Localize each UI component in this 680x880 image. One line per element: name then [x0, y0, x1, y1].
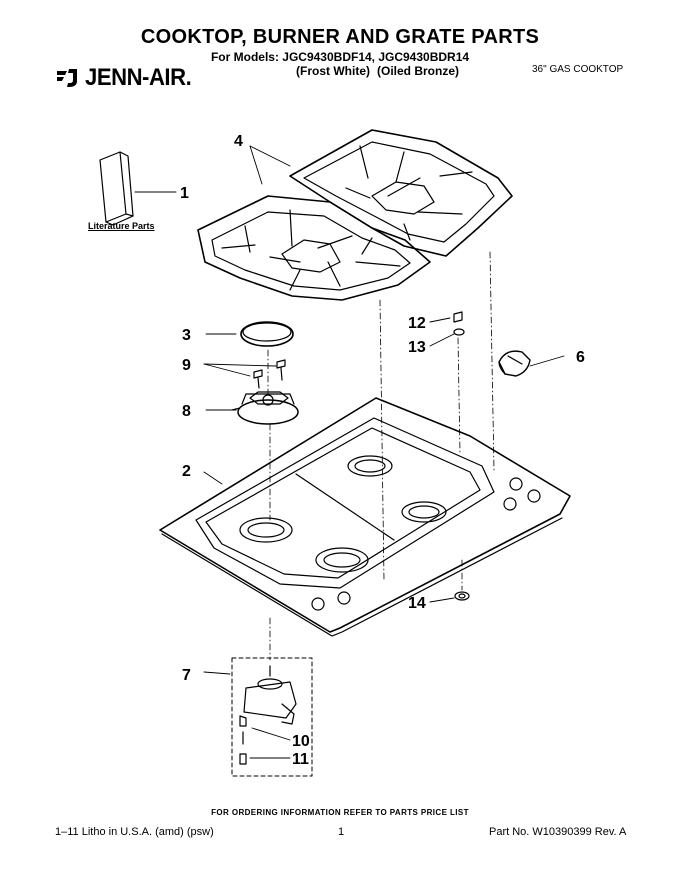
- callout-8: 8: [182, 403, 191, 420]
- callout-14: 14: [408, 595, 426, 612]
- brand-logo: JENN-AIR.: [55, 64, 201, 92]
- models-line: For Models: JGC9430BDF14, JGC9430BDR14: [210, 50, 470, 64]
- litho-info: 1–11 Litho in U.S.A. (amd) (psw): [55, 826, 214, 838]
- callout-4: 4: [234, 133, 243, 150]
- callout-11: 11: [292, 751, 309, 768]
- callout-6: 6: [576, 349, 585, 366]
- leader-lines: [134, 145, 565, 759]
- literature-booklet: [99, 151, 134, 226]
- callout-10: 10: [292, 733, 310, 750]
- burner-base: [231, 391, 299, 425]
- page-title: COOKTOP, BURNER AND GRATE PARTS: [140, 26, 540, 48]
- callout-2: 2: [182, 463, 191, 480]
- callout-7: 7: [182, 667, 191, 684]
- callout-1: 1: [180, 185, 189, 202]
- cooktop-panel: [159, 397, 571, 637]
- callout-12: 12: [408, 315, 426, 332]
- variant-oiled-bronze: (Oiled Bronze): [377, 64, 460, 78]
- small-hardware: [453, 311, 470, 601]
- ordering-note: FOR ORDERING INFORMATION REFER TO PARTS …: [211, 808, 469, 817]
- callout-13: 13: [408, 339, 426, 356]
- variant-frost-white: (Frost White): [296, 64, 370, 78]
- brand-name: JENN-AIR.: [85, 64, 192, 91]
- callout-9: 9: [182, 357, 191, 374]
- part-number: Part No. W10390399 Rev. A: [489, 826, 627, 838]
- grate-right: [289, 129, 513, 257]
- grate-left: [197, 195, 431, 301]
- alignment-lines: [267, 251, 495, 661]
- page-number: 1: [338, 826, 345, 838]
- product-type: 36" GAS COOKTOP: [532, 64, 624, 75]
- literature-parts-label: Literature Parts: [88, 221, 155, 231]
- control-knob: [498, 350, 531, 377]
- brand-mark-icon: [57, 69, 77, 87]
- screw-parts: [253, 359, 286, 389]
- burner-cap: [240, 321, 294, 347]
- callout-3: 3: [182, 327, 191, 344]
- valve-assembly: [231, 657, 313, 777]
